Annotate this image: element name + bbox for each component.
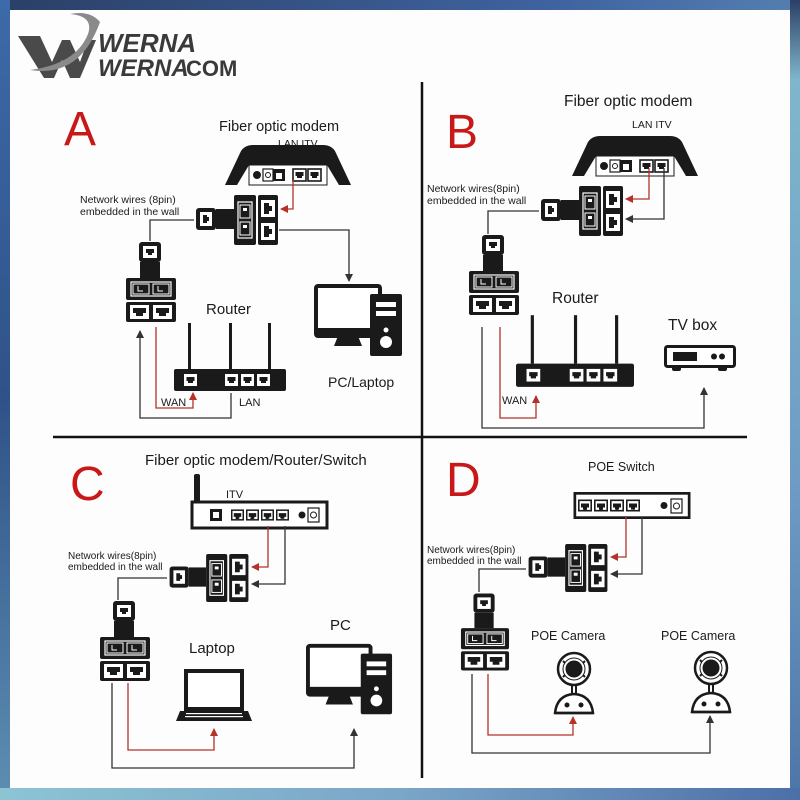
- panel-b-wall-label-2: embedded in the wall: [427, 195, 526, 207]
- panel-a-endpoint-label: PC/Laptop: [328, 374, 394, 390]
- fiber-modem-icon: [224, 144, 352, 186]
- panel-b-wan-label: WAN: [502, 395, 527, 407]
- logo-text-line2b: COM: [186, 56, 237, 81]
- panel-a-wall-label-2: embedded in the wall: [80, 206, 179, 218]
- splitter-to-laptop-wire-red: [127, 683, 218, 751]
- frame-left-edge: [0, 0, 10, 800]
- port-number: 4: [631, 505, 635, 512]
- splitter-terminal-icon: [125, 241, 177, 323]
- panel-letter-a: A: [64, 103, 96, 156]
- modem-to-splitter-wire-red: [280, 180, 294, 213]
- logo-text-line1: WERNA: [98, 28, 196, 58]
- splitter-terminal-icon: [99, 600, 151, 682]
- panel-d-device-title: POE Switch: [588, 460, 655, 474]
- poe-camera-icon: [553, 651, 595, 715]
- panel-d-port-numbers: 1 2 3 4: [583, 505, 635, 512]
- panel-a: A Fiber optic modem LAN ITV Network wire…: [64, 103, 404, 419]
- panel-d: D POE Switch 1 2 3 4 Network wires(8pin)…: [427, 454, 735, 754]
- panel-b-endpoint-label: TV box: [668, 317, 717, 334]
- panel-c-port-numbers: 1 2 3 4: [235, 514, 284, 521]
- panel-c-wall-label-1: Network wires(8pin): [68, 551, 156, 562]
- port-number: 1: [235, 514, 239, 521]
- panel-c-endpoint2-label: PC: [330, 617, 351, 634]
- splitter-to-wan-wire-red: [499, 327, 540, 419]
- splitter-wall-icon: [195, 194, 279, 246]
- switch-to-splitter-wire-red: [610, 517, 627, 561]
- laptop-icon: [176, 669, 252, 723]
- switch-to-splitter-wire: [251, 526, 286, 588]
- panel-c-device-title: Fiber optic modem/Router/Switch: [145, 452, 367, 469]
- splitter-wall-icon: [540, 185, 624, 237]
- panel-a-wan-label: WAN: [161, 397, 186, 409]
- port-number: 3: [615, 505, 619, 512]
- wall-wire: [149, 219, 194, 241]
- panel-b: B Fiber optic modem LAN ITV Network wire…: [427, 93, 736, 429]
- splitter-terminal-icon: [468, 234, 520, 316]
- brand-logo: WERNA WERNA COM: [18, 13, 237, 82]
- router-icon: [174, 323, 286, 391]
- panel-d-endpoint1-label: POE Camera: [531, 629, 605, 643]
- panel-letter-c: C: [70, 458, 105, 511]
- poe-camera-icon: [690, 650, 732, 714]
- frame-bottom-edge: [0, 788, 800, 800]
- panel-b-device-title: Fiber optic modem: [564, 93, 692, 110]
- logo-text-line2a: WERNA: [98, 55, 189, 82]
- panel-a-device-title: Fiber optic modem: [219, 119, 339, 135]
- modem-to-splitter-wire: [625, 168, 665, 223]
- port-number: 1: [583, 505, 587, 512]
- panel-c-wall-label-2: embedded in the wall: [68, 562, 163, 573]
- splitter-wall-icon: [168, 553, 250, 603]
- panel-b-port-label: LAN ITV: [632, 119, 672, 131]
- modem-router-switch-icon: [190, 474, 329, 530]
- wall-wire: [117, 577, 167, 600]
- panel-b-router-label: Router: [552, 290, 599, 307]
- panel-letter-d: D: [446, 454, 481, 507]
- modem-to-splitter-wire-red: [625, 168, 650, 203]
- wall-wire: [487, 210, 539, 234]
- splitter-to-tvbox-wire: [481, 327, 708, 429]
- splitter-to-wan-wire-red: [155, 327, 197, 409]
- frame-right-edge: [790, 0, 800, 800]
- logo-w-mark: [18, 13, 100, 78]
- splitter-to-pc-wire: [279, 229, 353, 282]
- switch-to-splitter-wire-red: [251, 526, 269, 571]
- splitter-to-camera2-wire: [471, 674, 714, 754]
- desktop-pc-icon: [306, 643, 394, 717]
- fiber-modem-icon: [571, 135, 699, 177]
- port-number: 2: [250, 514, 254, 521]
- panel-c-port-label: ITV: [226, 489, 244, 501]
- panel-c: C Fiber optic modem/Router/Switch ITV 1 …: [68, 452, 394, 769]
- panel-letter-b: B: [446, 106, 478, 159]
- panel-d-endpoint2-label: POE Camera: [661, 629, 735, 643]
- splitter-to-pc-wire: [111, 683, 358, 769]
- wall-wire: [478, 568, 526, 592]
- panel-a-router-label: Router: [206, 301, 251, 318]
- panel-b-wall-label-1: Network wires(8pin): [427, 183, 520, 195]
- router-icon: [516, 315, 634, 387]
- desktop-pc-icon: [314, 284, 404, 358]
- splitter-terminal-icon: [460, 592, 510, 672]
- splitter-to-camera1-wire-red: [487, 674, 577, 736]
- tv-box-icon: [664, 345, 736, 373]
- panel-a-lan-label: LAN: [239, 397, 260, 409]
- port-number: 4: [280, 514, 284, 521]
- panel-a-wall-label-1: Network wires (8pin): [80, 194, 176, 206]
- poe-switch-icon: [573, 492, 691, 519]
- panel-d-wall-label-1: Network wires(8pin): [427, 545, 515, 556]
- lan-to-splitter-wire: [136, 330, 232, 419]
- switch-to-splitter-wire: [610, 517, 643, 578]
- port-number: 3: [265, 514, 269, 521]
- panel-d-wall-label-2: embedded in the wall: [427, 556, 522, 567]
- splitter-wall-icon: [527, 543, 609, 593]
- panel-c-endpoint1-label: Laptop: [189, 640, 235, 657]
- port-number: 2: [599, 505, 603, 512]
